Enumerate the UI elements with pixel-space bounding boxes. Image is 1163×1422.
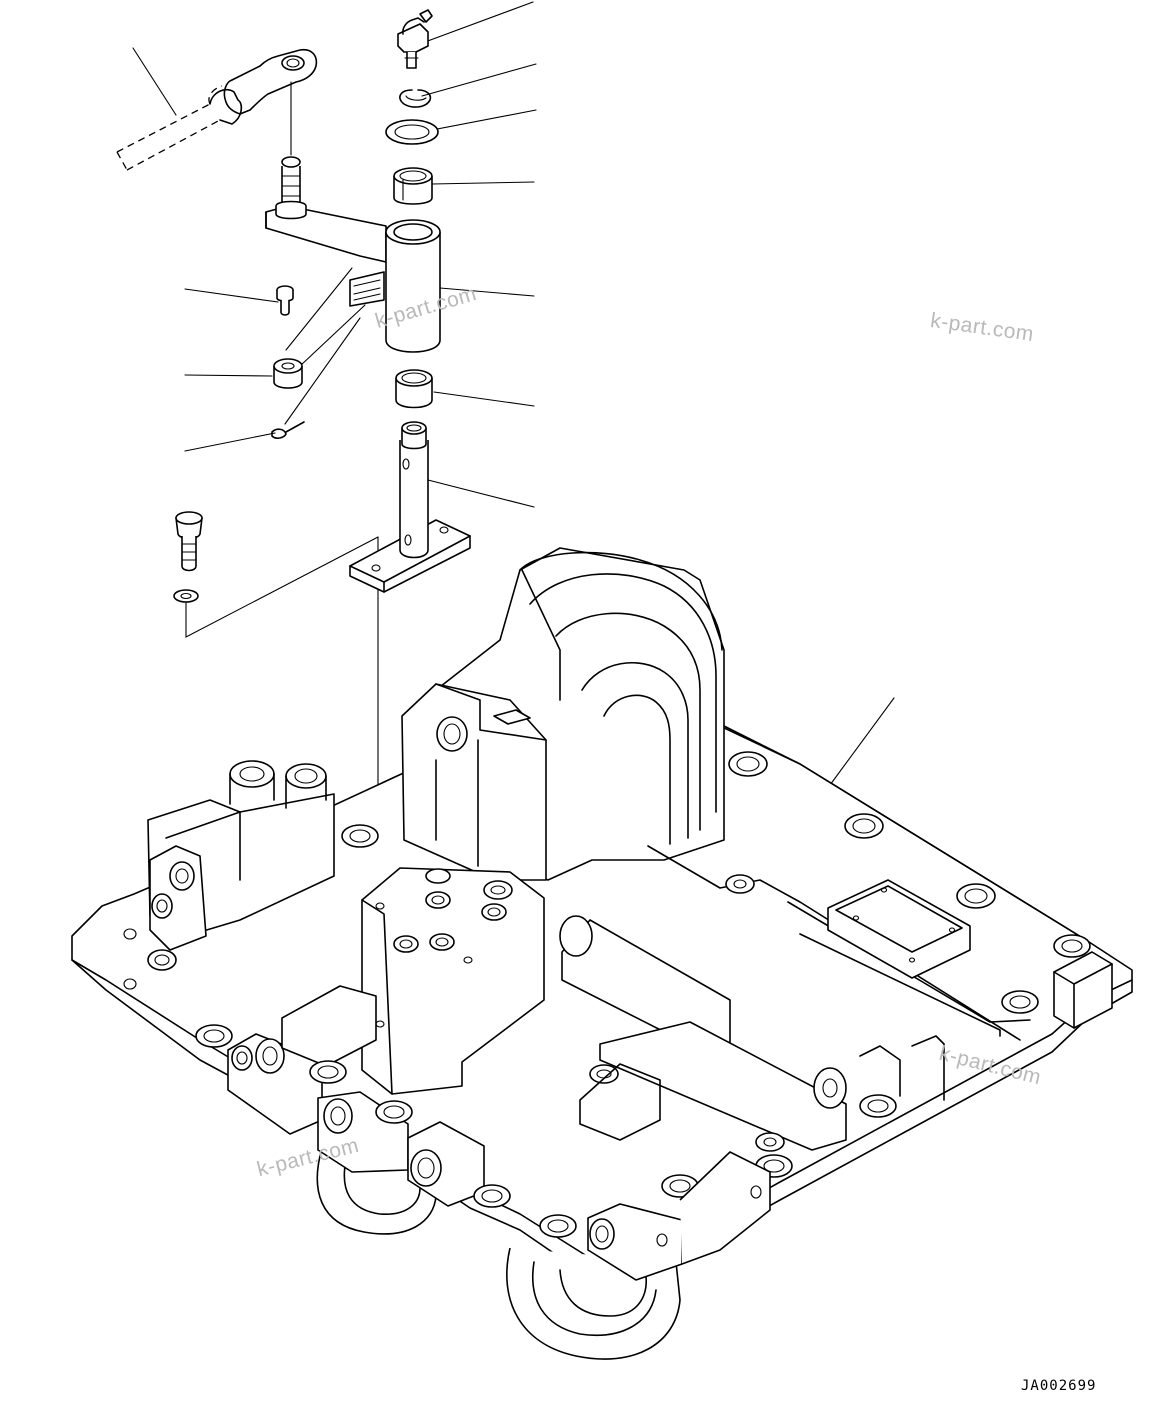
leader-spacer [184, 374, 273, 377]
leader-washer [431, 109, 537, 131]
link-line-2 [299, 304, 366, 367]
cotter-pin [271, 421, 305, 439]
bolt-washer [173, 589, 199, 603]
snap-ring [399, 89, 432, 108]
leader-frame [829, 697, 895, 786]
spacer [273, 358, 303, 389]
bolt-assembly-line [185, 536, 379, 638]
leader-lever-boss [439, 287, 535, 297]
frame-inner-details [579, 1035, 945, 1141]
washer [385, 119, 439, 145]
drawing-code: JA002699 [1021, 1378, 1097, 1394]
leader-snap-ring [421, 63, 537, 97]
leader-upper-bushing [431, 181, 535, 185]
leader-shaft [427, 479, 535, 508]
leader-elbow-fitting [424, 1, 534, 43]
lever-assembly [265, 156, 441, 353]
shaft-bracket [349, 421, 471, 593]
main-frame [71, 547, 1133, 1360]
leader-cotter [184, 432, 276, 452]
leader-lower-bushing [433, 391, 535, 407]
leader-rod-end [132, 47, 177, 116]
lower-bushing [395, 369, 433, 409]
rod-end [116, 48, 318, 171]
link-line-3 [284, 317, 361, 425]
upper-bushing [393, 167, 433, 205]
small-pin [276, 285, 294, 316]
link-line-1 [285, 267, 353, 351]
leader-pin [184, 288, 279, 303]
elbow-fitting [397, 9, 433, 69]
bolt [175, 511, 203, 572]
